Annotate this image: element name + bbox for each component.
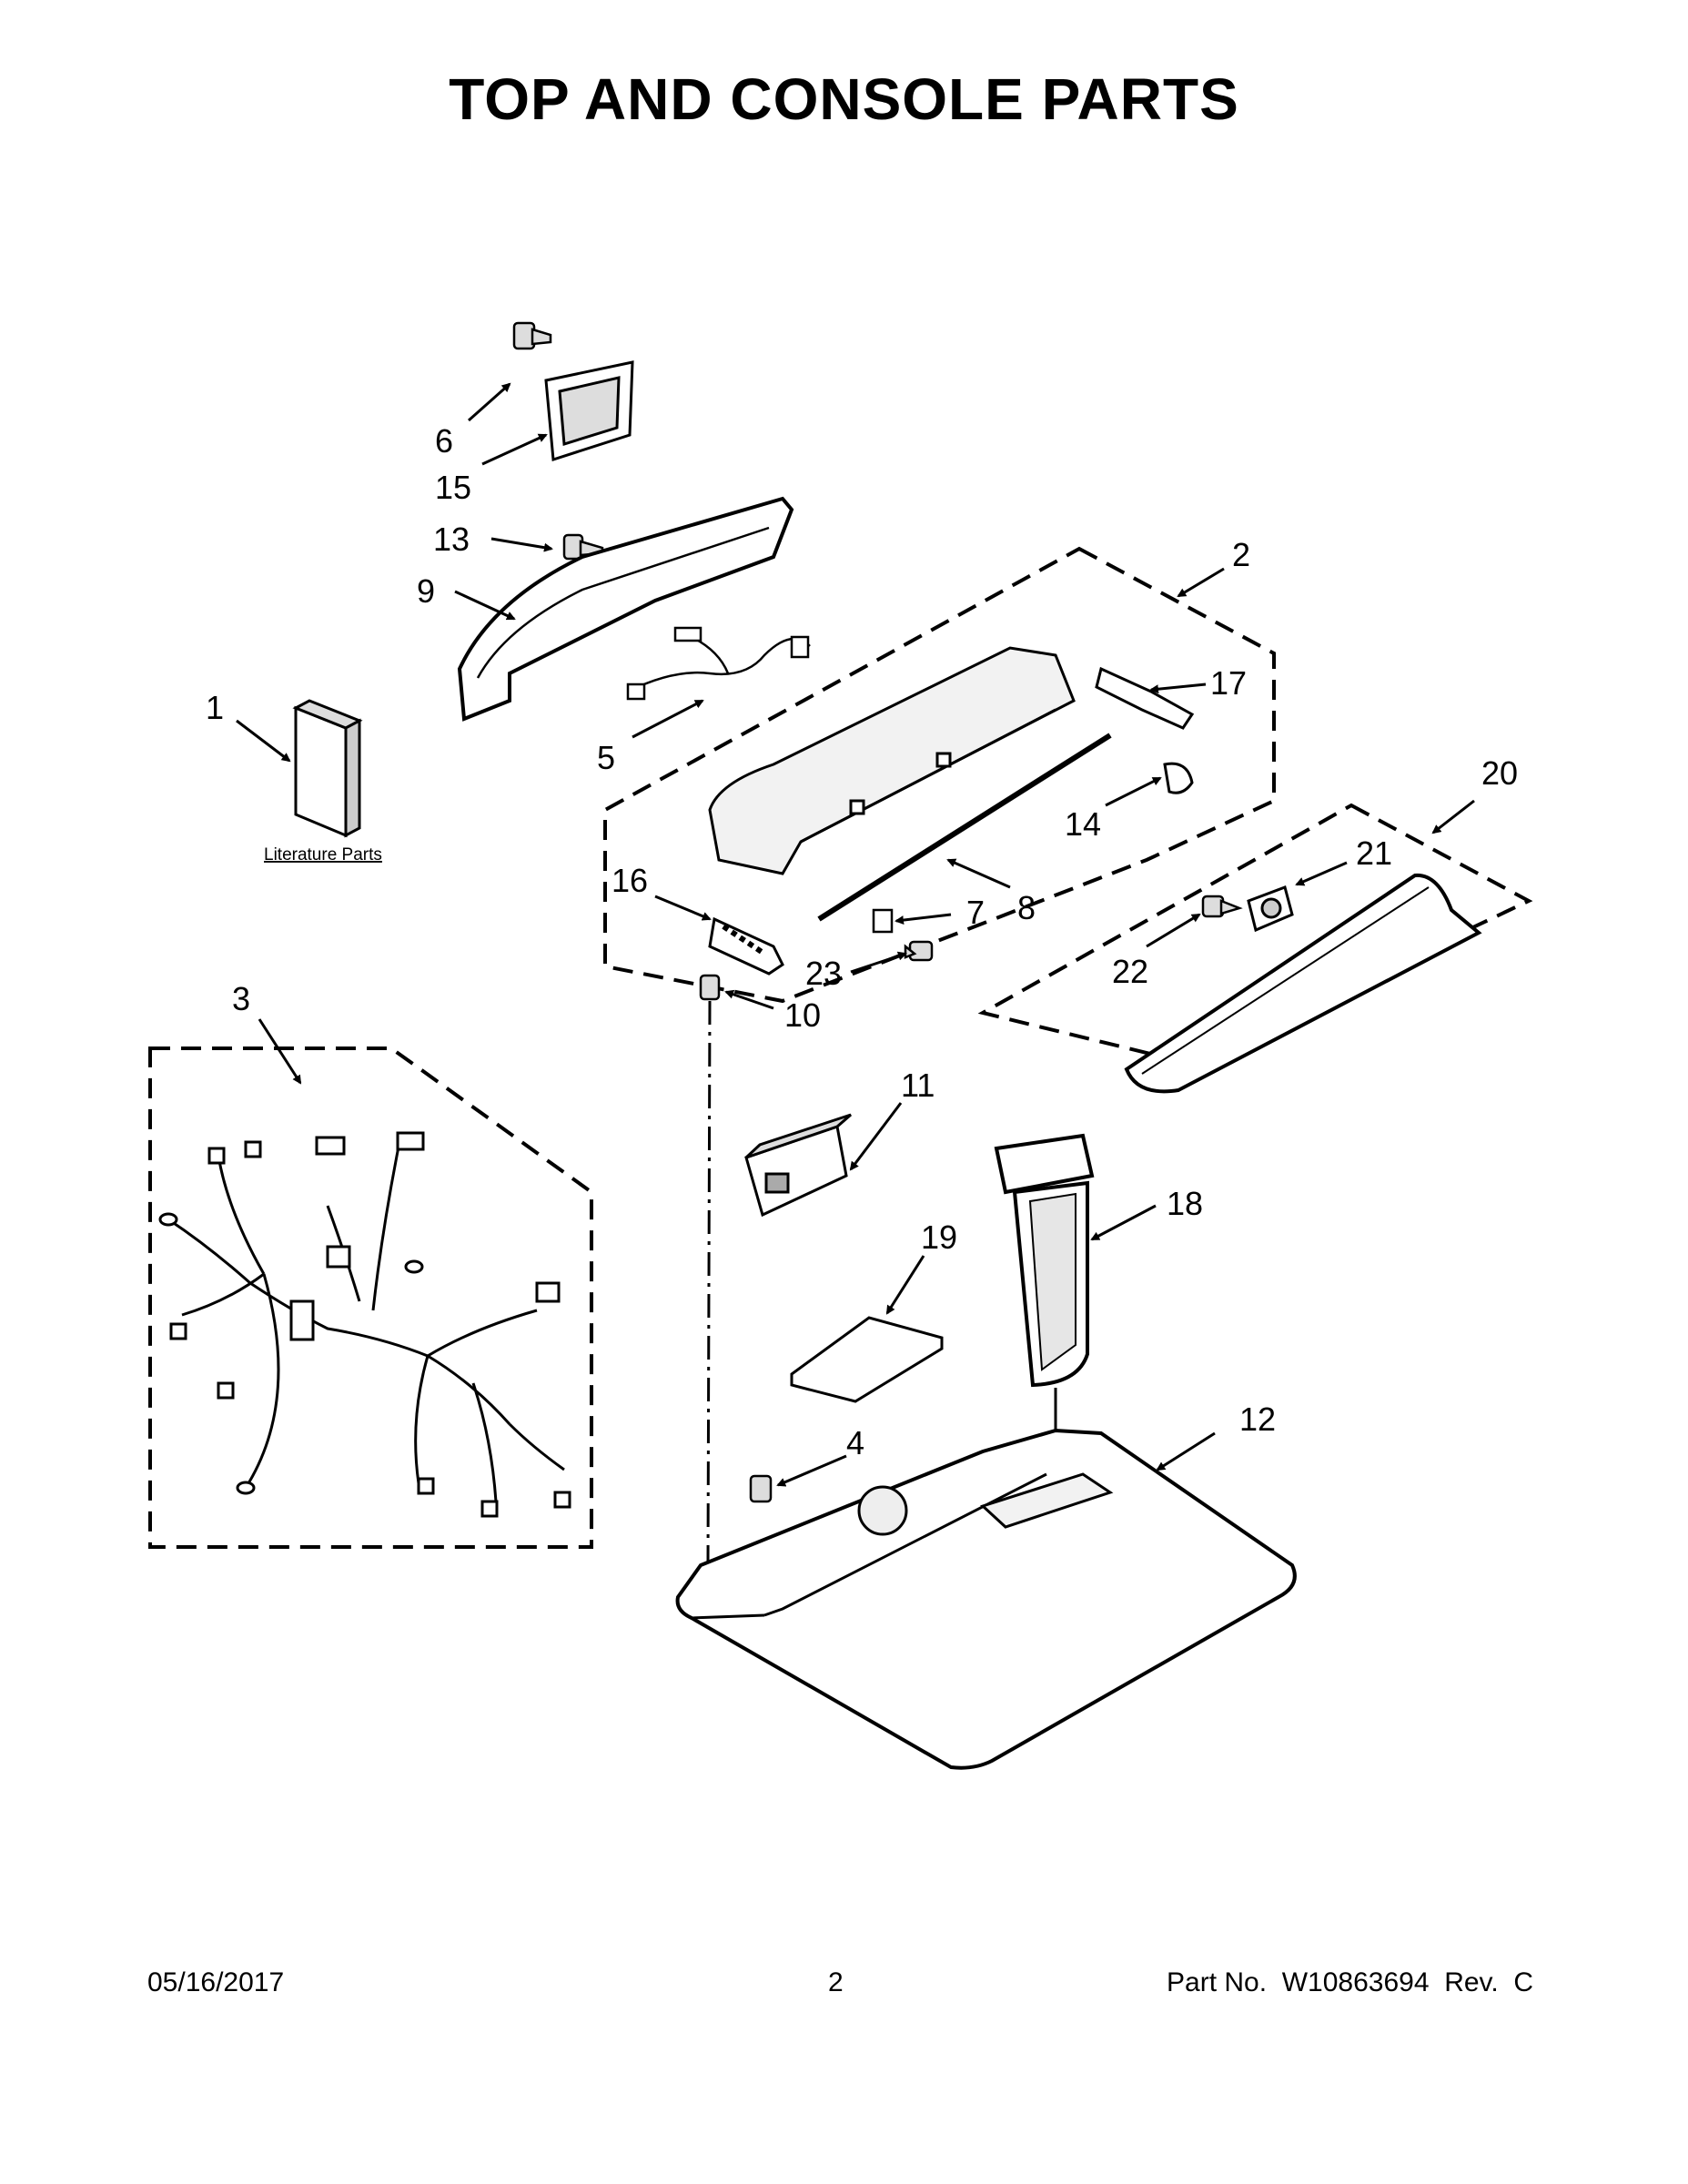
page-title: TOP AND CONSOLE PARTS: [449, 66, 1239, 132]
leader-arrow-23: [850, 951, 907, 974]
leader-arrow-12: [1156, 1431, 1216, 1471]
leader-arrow-1: [236, 719, 291, 763]
callout-15: 15: [435, 469, 471, 506]
literature-part-1: [292, 699, 363, 838]
callout-5: 5: [597, 739, 615, 776]
callout-9: 9: [417, 572, 435, 610]
leader-arrow-3: [258, 1018, 302, 1085]
callout-8: 8: [1017, 889, 1036, 926]
callout-20: 20: [1481, 754, 1518, 792]
console-assembly-outline: [603, 546, 1276, 1004]
leader-arrow-18: [1090, 1204, 1157, 1241]
callout-14: 14: [1065, 805, 1101, 843]
screw-part-6: [512, 321, 552, 350]
callout-22: 22: [1112, 953, 1148, 990]
leader-arrow-16: [654, 895, 712, 921]
callout-19: 19: [921, 1218, 957, 1256]
callout-11: 11: [901, 1067, 935, 1104]
callout-21: 21: [1356, 834, 1392, 872]
leader-arrow-22: [1146, 913, 1201, 948]
leader-arrow-21: [1295, 861, 1348, 886]
leader-arrow-14: [1105, 776, 1162, 807]
leader-arrow-7: [895, 913, 952, 925]
footer-part-number: Part No. W10863694 Rev. C: [1167, 1967, 1533, 1997]
control-board-part-11: [744, 1113, 852, 1218]
callout-4: 4: [846, 1424, 864, 1461]
lint-screen-part-18: [994, 1133, 1095, 1474]
trim-part-20: [1124, 873, 1482, 1094]
leader-arrow-8: [946, 858, 1011, 889]
callout-2: 2: [1232, 536, 1250, 573]
callout-7: 7: [966, 894, 985, 931]
bracket-part-16: [708, 916, 784, 976]
leader-arrow-17: [1149, 682, 1207, 694]
screw-part-4: [749, 1474, 773, 1503]
leader-arrow-2: [1177, 567, 1225, 598]
wire-harness-outline: [148, 1046, 593, 1549]
leader-arrow-19: [885, 1255, 925, 1315]
leader-arrow-13: [490, 537, 553, 552]
leader-arrow-11: [849, 1102, 903, 1171]
leader-arrow-10: [724, 989, 774, 1010]
leader-arrow-4: [776, 1454, 847, 1487]
leader-arrow-5: [632, 699, 704, 739]
console-body-part-2: [708, 646, 1076, 875]
console-trim-outline: [977, 803, 1533, 1066]
callout-23: 23: [805, 955, 842, 992]
clip-part-14: [1163, 762, 1194, 794]
wire-harness-part-3: [158, 1131, 571, 1518]
footer-date: 05/16/2017: [147, 1967, 285, 1997]
leader-arrow-9: [454, 590, 516, 621]
callout-3: 3: [232, 980, 250, 1017]
callout-12: 12: [1239, 1400, 1276, 1438]
callout-18: 18: [1167, 1185, 1203, 1222]
wire-part-5: [626, 626, 811, 701]
callout-1: 1: [206, 689, 224, 726]
clip-part-7: [872, 908, 894, 934]
screw-part-10: [699, 974, 721, 1001]
trim-strip-part-8: [817, 733, 1112, 922]
callout-13: 13: [433, 521, 470, 558]
screw-part-23: [904, 940, 934, 962]
callout-16: 16: [612, 862, 648, 899]
screw-part-22: [1201, 895, 1243, 918]
callout-10: 10: [784, 996, 821, 1034]
leader-arrow-6: [468, 382, 511, 422]
leader-arrow-15: [481, 433, 548, 466]
bracket-part-17: [1095, 666, 1195, 730]
top-panel-part-12: [675, 1428, 1297, 1770]
alignment-line: [706, 1000, 712, 1564]
console-panel-part-9: [457, 496, 794, 722]
bracket-part-15: [544, 360, 634, 462]
cover-part-19: [790, 1316, 944, 1403]
switch-part-21: [1247, 885, 1294, 933]
footer-page-number: 2: [828, 1967, 844, 1997]
literature-parts-label: Literature Parts: [264, 845, 382, 864]
callout-6: 6: [435, 422, 453, 460]
leader-arrow-20: [1431, 799, 1475, 834]
callout-17: 17: [1210, 664, 1247, 702]
